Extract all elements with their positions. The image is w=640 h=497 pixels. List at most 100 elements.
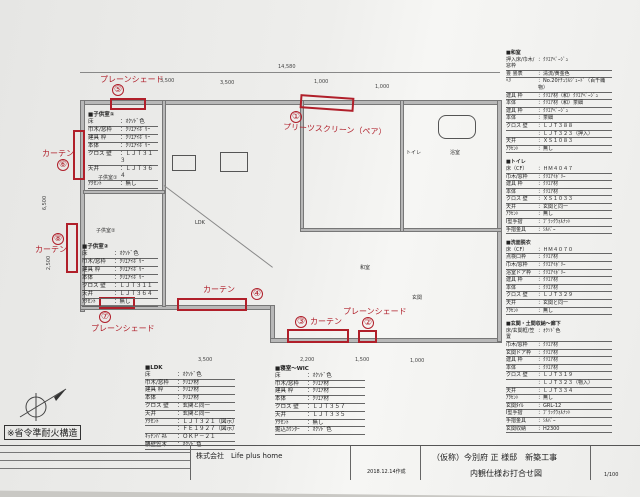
- spec-row: 床：ｵｸｿﾄﾞ色: [145, 372, 235, 380]
- spec-key: 天井: [275, 411, 287, 418]
- spec-key: 建具 枠: [506, 181, 523, 188]
- spec-row: 巾木/窓枠：ｸﾘｴｱｲﾎﾞﾘｰ: [82, 259, 158, 267]
- spec-title: ■和室: [506, 50, 521, 56]
- spec-child1: ■子供室① 床：ｵｸｿﾄﾞ色 巾木/窓枠：ｸﾘｴｱｲﾎﾞﾘｰ 建具 枠：ｸﾘｴｱ…: [88, 112, 158, 189]
- spec-key: 本体: [275, 396, 287, 403]
- spec-key: 床: [88, 119, 94, 125]
- spec-value: ：ｸﾘｴｱ材: [177, 395, 200, 402]
- spec-row: 本体：ｸﾘｴｱ材: [506, 285, 612, 293]
- spec-row: クロス 壁：ＬＪＴ３１３: [88, 151, 158, 166]
- spec-value: ：ＬＪＴ３１１: [114, 283, 153, 289]
- spec-key: 床/玄関框/笠置: [506, 327, 535, 341]
- spec-key: 建具 枠: [506, 107, 523, 114]
- spec-key: 床（CF）: [506, 246, 528, 253]
- spec-value: ：ｸﾘｴｱﾍﾞｰｼﾞｭ: [538, 56, 569, 63]
- spec-key: 建具 枠: [145, 387, 164, 394]
- spec-title: ■洗面脱衣: [506, 240, 531, 247]
- spec-row: ｱｸｾﾝﾄ：無し: [88, 181, 158, 189]
- spec-value: ：ｸﾘｴｱｲﾎﾞﾘｰ: [538, 262, 566, 269]
- window-3-markup[interactable]: [287, 329, 349, 343]
- spec-value: ：玄関と同一: [538, 203, 569, 210]
- room-child2: 子供室②: [96, 228, 116, 234]
- spec-value: ：ｸﾘｴｱ材: [177, 387, 200, 394]
- dimension-left-2: 2,500: [46, 255, 53, 271]
- dimension-left-1: 6,500: [42, 195, 49, 211]
- spec-value: ：ＬＪＴ３２３（押入）: [538, 130, 594, 137]
- spec-row: 天井：ＸＳ１０８３: [506, 138, 612, 146]
- spec-key: ｱｸｾﾝﾄ: [506, 145, 519, 152]
- spec-value: ：ｸﾘｴｱｲﾎﾞﾘｰ: [114, 275, 145, 281]
- spec-key: 点検口枠: [506, 254, 527, 261]
- spec-key: 玄関ドア枠: [506, 349, 532, 356]
- spec-key: ｱｸｾﾝﾄ: [506, 211, 519, 218]
- window-5-markup[interactable]: [110, 98, 146, 110]
- spec-row: ：ＬＪＴ３２３（物入）: [506, 380, 612, 388]
- spec-key: 手摺金具: [506, 417, 527, 424]
- spec-key: 天井: [88, 166, 100, 172]
- spec-value: ：ＬＪＴ３３４: [538, 387, 574, 394]
- spec-key: 巾木/窓枠: [506, 262, 528, 269]
- spec-value: ：ＬＪＴ３６４: [114, 291, 153, 297]
- spec-key: クロス 壁: [275, 403, 299, 410]
- spec-key: 巾木/窓枠: [82, 259, 106, 265]
- dimension-bottom-3: 1,500: [355, 357, 370, 363]
- spec-key: 床: [82, 251, 88, 257]
- spec-row: 建具 枠：ｸﾘｴｱ材: [506, 277, 612, 285]
- spec-key: [506, 380, 538, 387]
- spec-row: 巾木/窓枠：ｸﾘｴｱｲﾎﾞﾘｰ: [88, 127, 158, 135]
- spec-key: ｱｸｾﾝﾄ: [506, 395, 519, 402]
- spec-ldk: ■LDK 床：ｵｸｿﾄﾞ色 巾木/窓枠：ｸﾘｴｱ材 建具 枠：ｸﾘｴｱ材 本体：…: [145, 365, 238, 450]
- spec-row: ：ＬＪＴ３２３（押入）: [506, 131, 612, 139]
- wall-interior-3: [83, 190, 165, 194]
- spec-value: ：ｼﾙﾊﾞｰ: [538, 417, 556, 424]
- room-ldk: LDK: [195, 220, 205, 226]
- spec-key: I型手摺: [506, 410, 523, 417]
- spec-row: I型手摺 ：ﾌﾞﾗｯｸｳｫﾙﾅｯﾄ: [506, 410, 612, 418]
- spec-value: ：ﾌﾞﾗｯｸｳｫﾙﾅｯﾄ: [538, 219, 571, 226]
- spec-value: ：ＬＪＴ３１３: [120, 151, 154, 164]
- spec-key: 建具 枠: [506, 277, 523, 284]
- spec-child2: ■子供室② 床：ｵｸｿﾄﾞ色 巾木/窓枠：ｸﾘｴｱｲﾎﾞﾘｰ 建具 枠：ｸﾘｴｱ…: [82, 244, 158, 307]
- spec-row: 床/玄関框/笠置：ｵｸｿﾄﾞ色: [506, 328, 612, 342]
- window-2-markup[interactable]: [358, 330, 377, 343]
- spec-key: 天井: [506, 300, 517, 306]
- spec-value: ：ﾌﾞﾗｯｸｳｫﾙﾅｯﾄ: [538, 410, 571, 417]
- spec-key: クロス 壁: [82, 283, 106, 289]
- company-name: 株式会社 Life plus home: [196, 452, 283, 460]
- spec-row: I型手摺：ﾌﾞﾗｯｸｳｫﾙﾅｯﾄ: [506, 219, 612, 227]
- dimension-bottom-2: 2,200: [300, 357, 315, 363]
- spec-key: クロス 壁: [506, 292, 528, 299]
- spec-key: 本体: [506, 364, 517, 371]
- window-4-markup[interactable]: [177, 298, 247, 311]
- spec-value: ：ＬＪＴ３２９: [538, 292, 574, 299]
- dimension-1: 3,500: [160, 78, 175, 84]
- spec-row: 玄関収納：H2300: [506, 426, 612, 434]
- spec-key: 本体: [145, 395, 157, 402]
- markup-label-3: カーテン: [310, 317, 342, 326]
- spec-key: 本体: [506, 284, 517, 291]
- spec-value: ：ｸﾘｴｱ材: [538, 364, 559, 371]
- spec-key: 巾木/窓枠: [88, 127, 112, 133]
- spec-value: ：ＸＳ１０３３: [538, 196, 574, 203]
- spec-row: 手摺金具：ｼﾙﾊﾞｰ: [506, 227, 612, 235]
- spec-row: 本体：ｸﾘｴｱ材: [275, 396, 365, 404]
- spec-key: [145, 426, 177, 433]
- room-washitsu: 和室: [360, 265, 371, 271]
- drawing-date: 2018.12.14作成: [367, 469, 406, 475]
- spec-value: ：玄関と同一: [538, 300, 569, 306]
- spec-row: 手摺金具 ：ｼﾙﾊﾞｰ: [506, 418, 612, 426]
- spec-row: 建具 枠：ｸﾘｴｱ材: [506, 357, 612, 365]
- window-8-markup[interactable]: [66, 223, 78, 273]
- window-6-markup[interactable]: [73, 130, 85, 180]
- spec-row: 巾木/窓枠：ｸﾘｴｱｲﾎﾞﾘｰ: [506, 174, 612, 182]
- spec-key: 本体: [88, 143, 100, 149]
- spec-value: ：無し: [538, 395, 554, 402]
- spec-value: ：ｵｸｿﾄﾞ色: [307, 372, 332, 379]
- spec-row: ｱｸｾﾝﾄ：無し: [506, 146, 612, 154]
- spec-key: ｱｸｾﾝﾄ: [145, 418, 159, 425]
- wall-interior-1: [162, 100, 166, 307]
- spec-row: 本体：ｸﾘｴｱ材（和）茶細: [506, 100, 612, 108]
- markup-number-3: ③: [295, 316, 307, 328]
- spec-row: クロス 壁：ＬＪＴ３８８: [506, 123, 612, 131]
- spec-value: ：ｵｸｿﾄﾞ色: [114, 251, 139, 257]
